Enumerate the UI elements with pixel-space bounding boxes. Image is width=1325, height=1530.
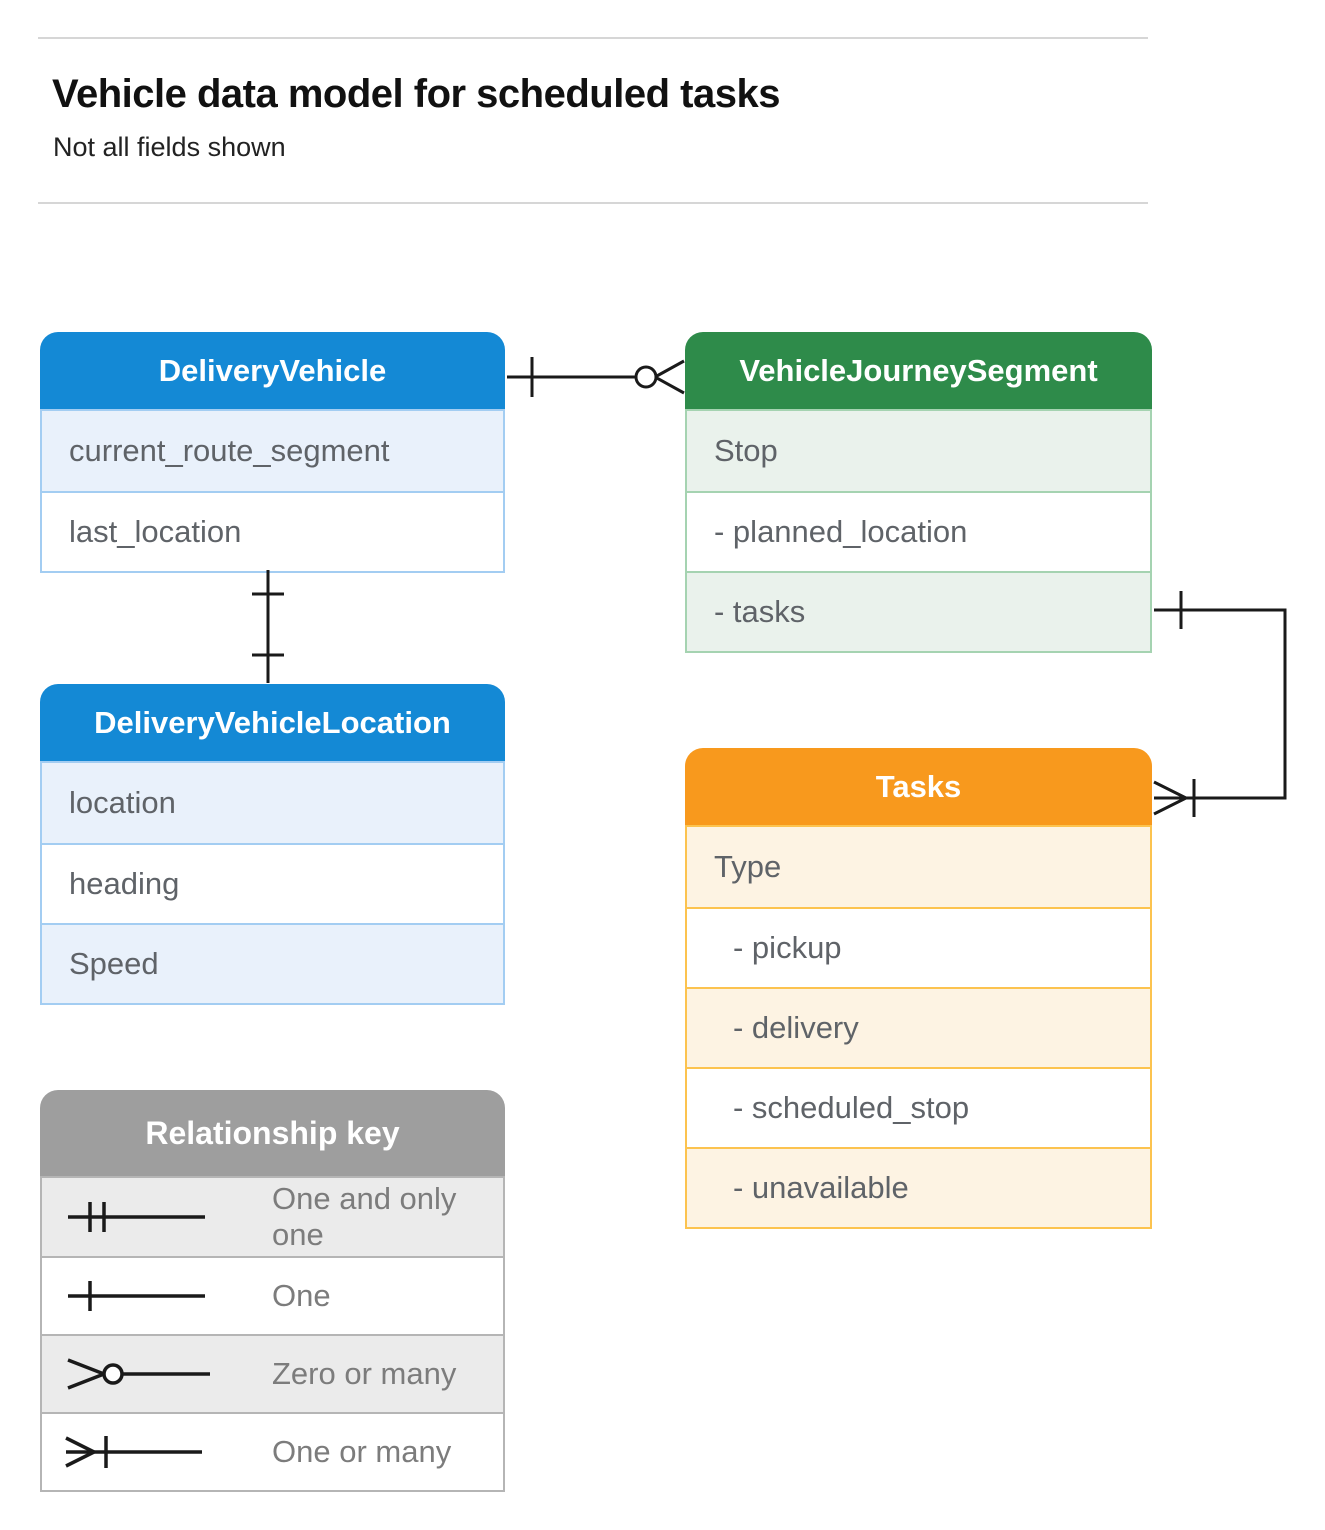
relationship-key-items: One and only one One Z [40, 1176, 505, 1492]
entity-title: Tasks [685, 748, 1152, 825]
legend-label: Zero or many [272, 1356, 457, 1391]
zero-or-many-icon [67, 1358, 210, 1390]
entity-field: Type [687, 827, 1150, 907]
entity-field: - planned_location [687, 491, 1150, 571]
legend-item: Zero or many [42, 1334, 503, 1412]
entity-field: last_location [42, 491, 503, 571]
one-icon [68, 1281, 205, 1311]
page-subtitle: Not all fields shown [53, 132, 286, 162]
entity-tasks: Tasks Type - pickup - delivery - schedul… [685, 748, 1152, 1229]
entity-title: VehicleJourneySegment [685, 332, 1152, 409]
one-and-only-one-icon [68, 1202, 205, 1232]
legend-label: One or many [272, 1434, 452, 1469]
legend-label: One [272, 1278, 331, 1313]
entity-delivery-vehicle: DeliveryVehicle current_route_segment la… [40, 332, 505, 573]
legend-item: One or many [42, 1412, 503, 1490]
divider-line-bottom [38, 202, 1148, 204]
page-title: Vehicle data model for scheduled tasks [52, 72, 780, 116]
legend-label: One and only one [272, 1181, 457, 1252]
divider-line-top [38, 37, 1148, 39]
entity-title: DeliveryVehicleLocation [40, 684, 505, 761]
entity-field: - scheduled_stop [687, 1067, 1150, 1147]
entity-delivery-vehicle-location: DeliveryVehicleLocation location heading… [40, 684, 505, 1005]
one-or-many-icon [65, 1436, 202, 1468]
entity-field: heading [42, 843, 503, 923]
connector-vehiclejourneysegment-tasks [1153, 591, 1287, 817]
entity-field: - tasks [687, 571, 1150, 651]
legend-item: One and only one [42, 1178, 503, 1256]
legend-item: One [42, 1256, 503, 1334]
entity-field: Stop [687, 411, 1150, 491]
entity-field: Speed [42, 923, 503, 1003]
entity-fields: Type - pickup - delivery - scheduled_sto… [685, 825, 1152, 1229]
entity-fields: location heading Speed [40, 761, 505, 1005]
entity-vehicle-journey-segment: VehicleJourneySegment Stop - planned_loc… [685, 332, 1152, 653]
entity-field: - unavailable [687, 1147, 1150, 1227]
entity-fields: Stop - planned_location - tasks [685, 409, 1152, 653]
entity-field: location [42, 763, 503, 843]
connector-deliveryvehicle-vehiclejourneysegment [507, 357, 685, 397]
entity-field: current_route_segment [42, 411, 503, 491]
entity-field: - delivery [687, 987, 1150, 1067]
relationship-key: Relationship key One and only one One [40, 1090, 505, 1492]
entity-title: DeliveryVehicle [40, 332, 505, 409]
entity-field: - pickup [687, 907, 1150, 987]
connector-deliveryvehicle-deliveryvehiclelocation [252, 570, 284, 683]
entity-fields: current_route_segment last_location [40, 409, 505, 573]
relationship-key-title: Relationship key [40, 1090, 505, 1176]
